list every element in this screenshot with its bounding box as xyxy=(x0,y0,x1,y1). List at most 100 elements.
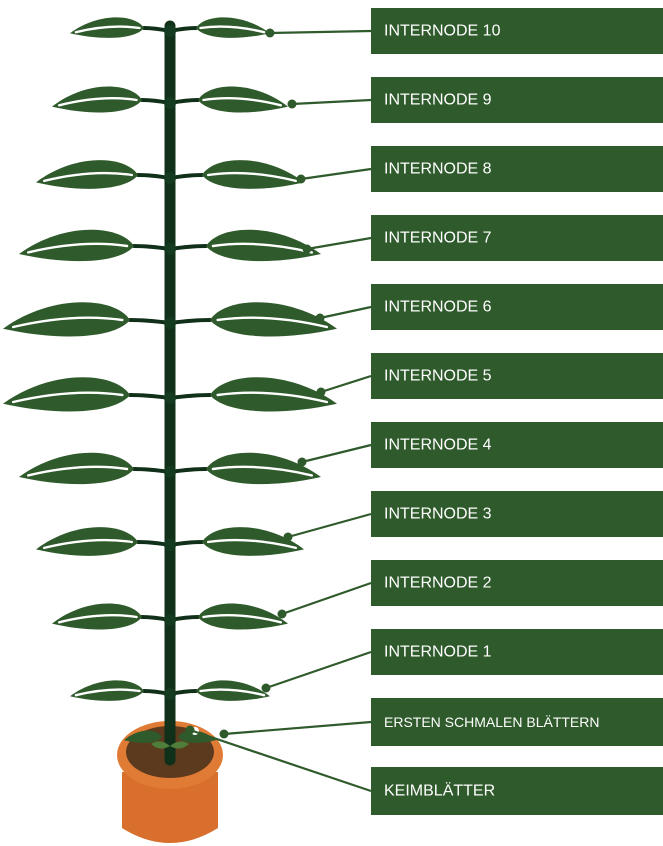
label-box xyxy=(371,629,663,675)
leaf-vein xyxy=(206,171,298,183)
label-box xyxy=(371,215,663,261)
leaf-vein xyxy=(74,25,141,34)
label-item: ERSTEN SCHMALEN BLÄTTERN xyxy=(219,698,663,746)
leader-line xyxy=(306,236,372,251)
leader-dot xyxy=(277,609,287,619)
label-item: INTERNODE 1 xyxy=(261,629,663,693)
leaf-pair xyxy=(52,603,288,630)
leaf-right xyxy=(202,160,304,189)
leaf-right xyxy=(198,603,288,630)
label-box xyxy=(371,491,663,537)
label-item: INTERNODE 8 xyxy=(296,146,663,192)
leaf-vein xyxy=(11,316,124,329)
leaf-vein xyxy=(11,391,124,404)
petiole xyxy=(128,393,172,400)
pot-body xyxy=(122,772,218,843)
leader-dot xyxy=(297,457,307,467)
leaf-vein xyxy=(58,614,138,624)
leaf-vein xyxy=(211,242,313,254)
leaf-left xyxy=(3,377,130,412)
leaf-right xyxy=(198,86,288,113)
leaf-right xyxy=(206,452,321,485)
leaf-vein xyxy=(199,25,266,34)
label-item: INTERNODE 6 xyxy=(315,284,663,330)
stem-node xyxy=(164,97,176,109)
leaf-pair xyxy=(19,452,321,485)
leaf-right xyxy=(202,527,304,556)
leaf-vein xyxy=(42,538,134,550)
leader-dot xyxy=(219,729,229,739)
leaf-vein xyxy=(202,614,282,624)
label-box xyxy=(371,284,663,330)
leader-dot xyxy=(315,313,325,323)
leaf-left xyxy=(36,160,138,189)
leader-line xyxy=(319,305,372,320)
leaf-left xyxy=(70,680,144,701)
leaf-right xyxy=(206,229,321,262)
leaf-pair xyxy=(52,86,288,113)
leader-dot xyxy=(265,28,275,38)
leaf-right xyxy=(196,17,270,38)
leader-line xyxy=(291,98,372,106)
petiole xyxy=(168,318,212,325)
leaf-vein xyxy=(27,465,129,477)
leader-line xyxy=(320,374,372,394)
label-text: INTERNODE 2 xyxy=(384,575,492,592)
leader-line xyxy=(301,443,372,464)
leader-dot xyxy=(316,387,326,397)
leaf-left xyxy=(70,17,144,38)
leaf-right xyxy=(210,302,337,337)
label-box xyxy=(371,698,663,746)
leader-line xyxy=(281,581,372,616)
leaf-pair xyxy=(70,17,270,38)
label-item: INTERNODE 10 xyxy=(265,8,663,54)
leaf-vein xyxy=(42,171,134,183)
label-box xyxy=(371,77,663,123)
leaf-vein xyxy=(74,688,141,697)
leaf-pair xyxy=(3,302,337,337)
stem-node xyxy=(164,614,176,626)
leaf-left xyxy=(36,527,138,556)
leader-line xyxy=(287,512,372,539)
leaf-vein xyxy=(216,316,329,329)
label-text: INTERNODE 7 xyxy=(384,230,492,247)
label-text: INTERNODE 3 xyxy=(384,506,492,523)
leaf-vein xyxy=(58,97,138,107)
leader-line xyxy=(189,728,372,793)
leaf-left xyxy=(52,86,142,113)
label-item: INTERNODE 9 xyxy=(287,77,663,123)
plant xyxy=(3,17,337,843)
label-text: INTERNODE 6 xyxy=(384,299,492,316)
label-box xyxy=(371,353,663,399)
stem-node xyxy=(164,392,176,404)
label-box xyxy=(371,560,663,606)
leaf-right xyxy=(196,680,270,701)
label-box xyxy=(371,422,663,468)
stem-node xyxy=(164,243,176,255)
leaf-blade xyxy=(124,730,162,743)
leaf-vein xyxy=(206,538,298,550)
label-box xyxy=(371,146,663,192)
leader-line xyxy=(223,720,372,736)
leader-dot xyxy=(296,174,306,184)
label-text: INTERNODE 9 xyxy=(384,92,492,109)
label-item: INTERNODE 7 xyxy=(302,215,663,261)
cotyledon-leaf xyxy=(170,741,189,749)
petiole xyxy=(168,393,212,400)
narrow-leaf xyxy=(124,730,162,743)
label-item: KEIMBLÄTTER xyxy=(185,725,663,815)
leaf-vein xyxy=(216,391,329,404)
leader-dot xyxy=(287,99,297,109)
leaf-right xyxy=(210,377,337,412)
cotyledon-leaf xyxy=(151,741,170,749)
label-item: INTERNODE 4 xyxy=(297,422,663,468)
leaf-left xyxy=(52,603,142,630)
label-box xyxy=(371,767,663,815)
label-text: INTERNODE 8 xyxy=(384,161,492,178)
leader-dot xyxy=(283,532,293,542)
leaf-vein xyxy=(211,465,313,477)
label-item: INTERNODE 5 xyxy=(316,353,663,399)
leaf-vein xyxy=(27,242,129,254)
label-item: INTERNODE 3 xyxy=(283,491,663,542)
